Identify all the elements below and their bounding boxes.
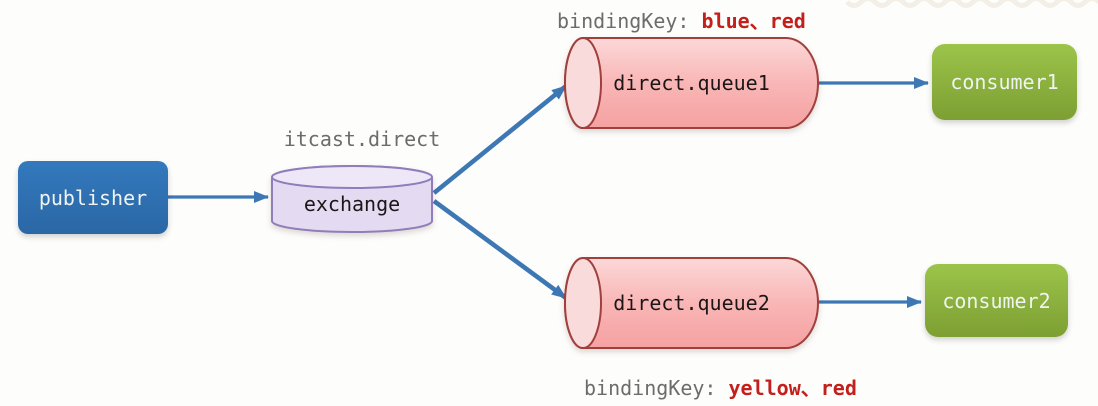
arrow-exchange-to-queue1 [432, 84, 568, 195]
binding-key-bottom-prefix: bindingKey: [584, 376, 729, 400]
binding-key-bottom-values: yellow、red [728, 376, 857, 400]
queue2-label: direct.queue2 [613, 291, 770, 315]
queue1-cylinder [564, 37, 819, 129]
consumer1-label: consumer1 [950, 70, 1059, 94]
queue1-label: direct.queue1 [613, 71, 770, 95]
binding-key-top: bindingKey: blue、red [557, 5, 806, 34]
consumer1-node: consumer1 [932, 44, 1077, 120]
publisher-node: publisher [18, 161, 168, 234]
binding-key-bottom: bindingKey: yellow、red [584, 372, 857, 401]
consumer2-node: consumer2 [925, 264, 1068, 337]
consumer2-label: consumer2 [942, 288, 1051, 313]
queue2-cylinder [564, 257, 819, 349]
arrow-exchange-to-queue2 [432, 199, 568, 300]
binding-key-top-values: blue、red [701, 9, 806, 33]
exchange-label: exchange [303, 192, 401, 216]
faded-squiggle-decoration [845, 0, 1098, 8]
binding-key-top-prefix: bindingKey: [557, 9, 702, 33]
exchange-caption: itcast.direct [283, 127, 441, 151]
exchange-cylinder [271, 165, 433, 233]
publisher-label: publisher [38, 185, 148, 210]
